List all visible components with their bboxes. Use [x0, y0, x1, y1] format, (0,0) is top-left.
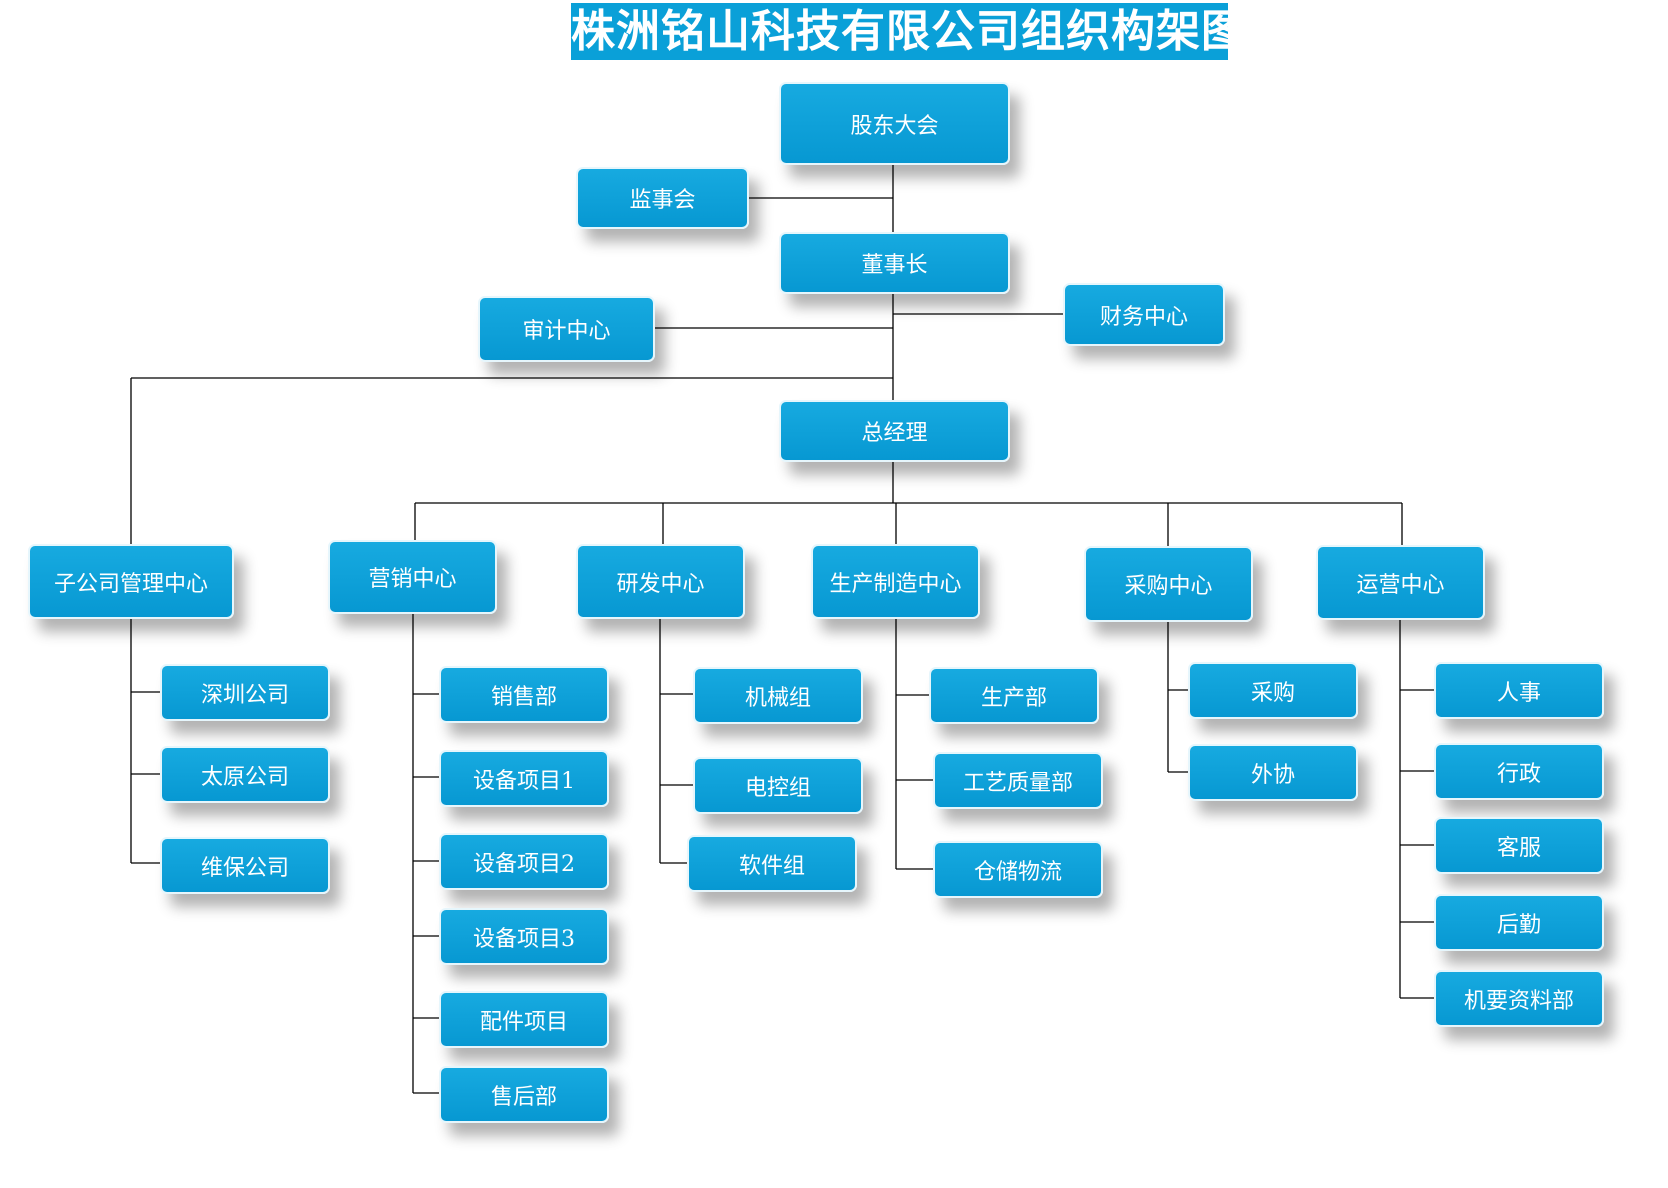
node-parts-project: 配件项目 — [439, 991, 609, 1048]
node-subsidiary-center: 子公司管理中心 — [28, 544, 234, 619]
node-maintenance-company: 维保公司 — [160, 837, 330, 894]
node-purchasing: 采购 — [1188, 662, 1358, 719]
node-procurement-center: 采购中心 — [1084, 546, 1253, 622]
node-shareholders: 股东大会 — [779, 82, 1010, 165]
chart-title: 株洲铭山科技有限公司组织构架图 — [571, 3, 1228, 60]
node-sales-dept: 销售部 — [439, 666, 609, 723]
node-equipment-project-1: 设备项目1 — [439, 750, 609, 807]
node-supervisors: 监事会 — [576, 167, 749, 229]
node-general-manager: 总经理 — [779, 400, 1010, 462]
node-mechanical-group: 机械组 — [693, 667, 863, 724]
node-software-group: 软件组 — [687, 835, 857, 892]
node-hr: 人事 — [1434, 662, 1604, 719]
node-taiyuan-company: 太原公司 — [160, 746, 330, 803]
node-process-quality-dept: 工艺质量部 — [933, 752, 1103, 809]
node-audit: 审计中心 — [478, 296, 655, 362]
node-administration: 行政 — [1434, 743, 1604, 800]
node-shenzhen-company: 深圳公司 — [160, 664, 330, 721]
node-equipment-project-3: 设备项目3 — [439, 908, 609, 965]
node-production-dept: 生产部 — [929, 667, 1099, 724]
node-customer-service: 客服 — [1434, 817, 1604, 874]
node-operations-center: 运营中心 — [1316, 545, 1485, 620]
node-rnd-center: 研发中心 — [576, 544, 745, 619]
node-electrical-group: 电控组 — [693, 757, 863, 814]
node-equipment-project-2: 设备项目2 — [439, 833, 609, 890]
node-chairman: 董事长 — [779, 232, 1010, 294]
node-logistics-support: 后勤 — [1434, 894, 1604, 951]
node-marketing-center: 营销中心 — [328, 540, 497, 614]
node-after-sales: 售后部 — [439, 1066, 609, 1123]
node-production-center: 生产制造中心 — [811, 544, 980, 619]
node-outsourcing: 外协 — [1188, 744, 1358, 801]
node-finance: 财务中心 — [1063, 283, 1225, 346]
node-confidential-records: 机要资料部 — [1434, 970, 1604, 1027]
node-warehouse-logistics: 仓储物流 — [933, 841, 1103, 898]
